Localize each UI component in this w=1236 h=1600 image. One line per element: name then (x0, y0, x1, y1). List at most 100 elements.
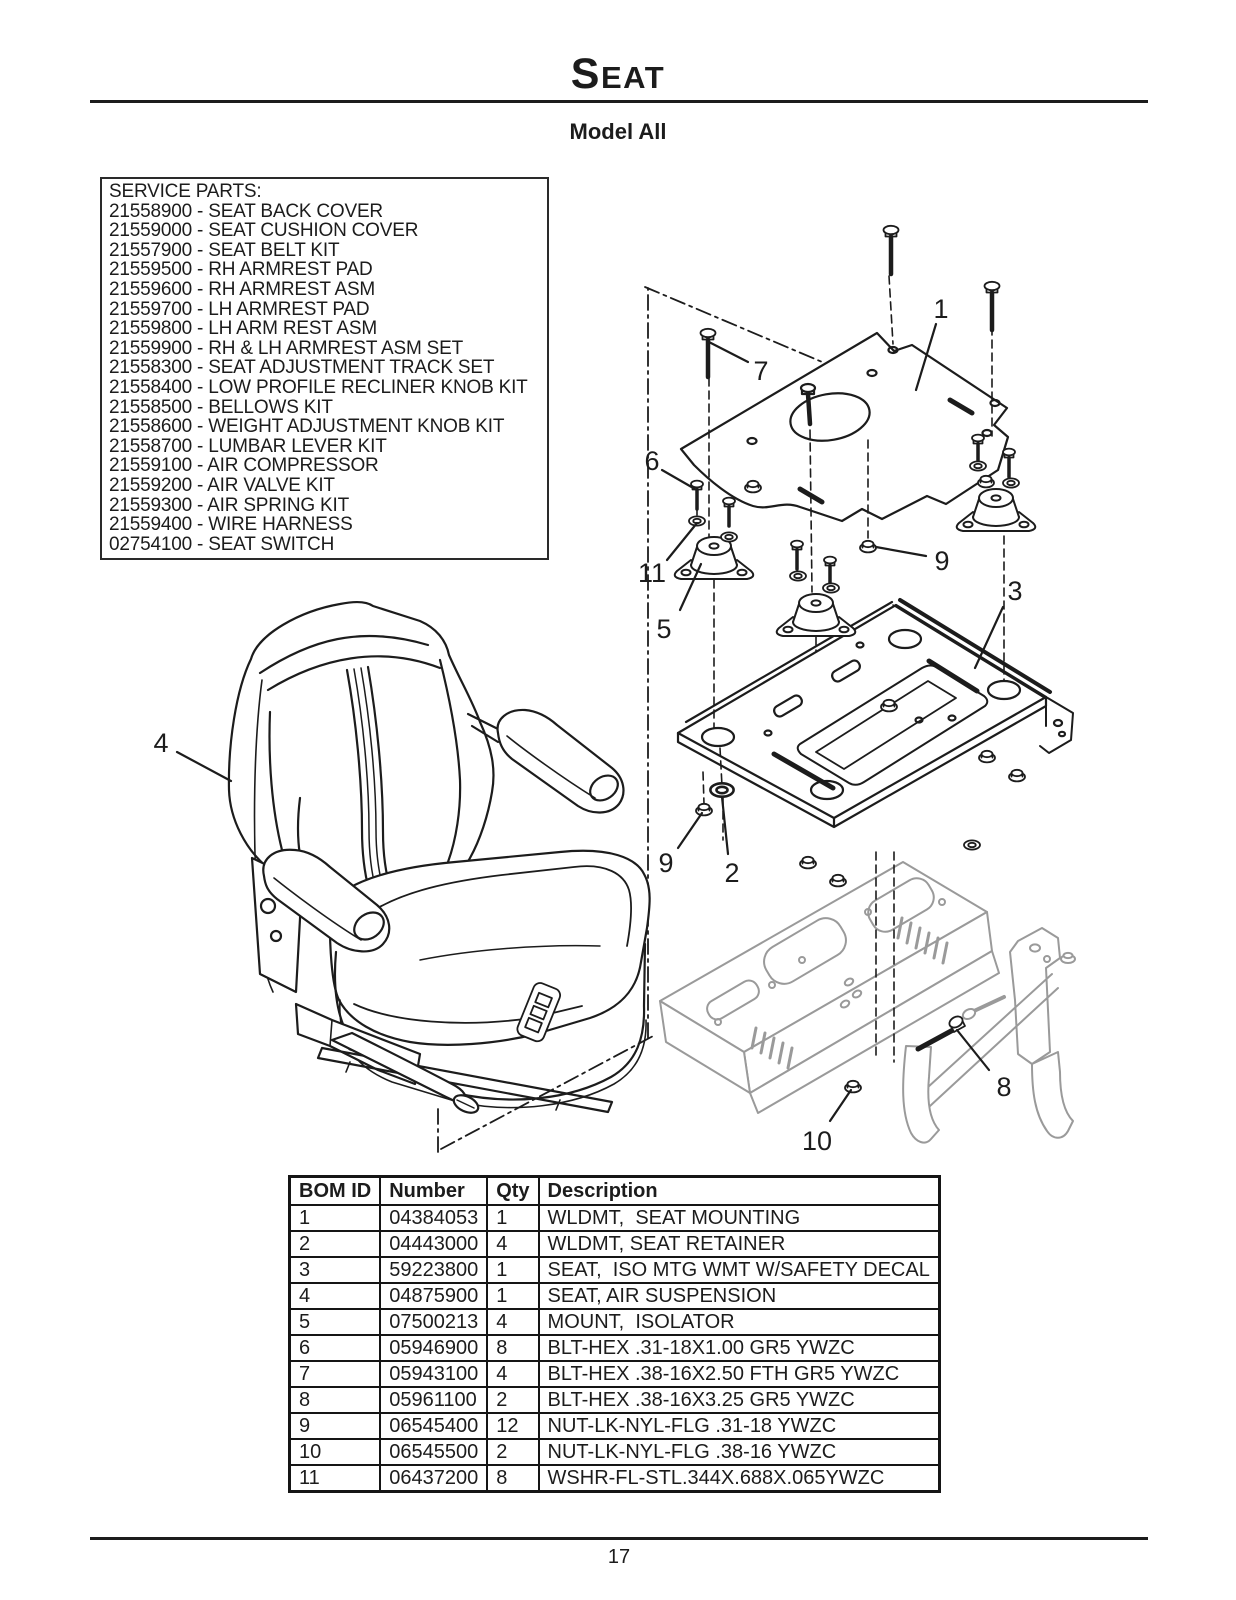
callout-label-1: 1 (933, 294, 948, 324)
assembly-dashed-lines (696, 275, 1005, 1063)
table-row: 10 06545500 2 NUT-LK-NYL-FLG .38-16 YWZC (288, 1438, 941, 1466)
callout-label-5: 5 (656, 614, 671, 644)
table-row: 7 05943100 4 BLT-HEX .38-16X2.50 FTH GR5… (288, 1360, 941, 1388)
bom-id-cell: 4 (288, 1282, 382, 1310)
callout-label-7: 7 (753, 356, 768, 386)
bom-id-cell: 9 (288, 1412, 382, 1440)
description-cell: NUT-LK-NYL-FLG .38-16 YWZC (537, 1438, 941, 1466)
description-cell: BLT-HEX .38-16X2.50 FTH GR5 YWZC (537, 1360, 941, 1388)
service-part-item: 21558900 - SEAT BACK COVER (109, 200, 383, 222)
part-4-seat-drawing (227, 600, 651, 1114)
qty-cell: 4 (486, 1308, 540, 1336)
service-part-item: 21558600 - WEIGHT ADJUSTMENT KNOB KIT (109, 416, 505, 438)
qty-cell: 2 (486, 1438, 540, 1466)
callout-label-9-right: 9 (934, 546, 949, 576)
bom-id-cell: 10 (288, 1438, 382, 1466)
table-row: 5 07500213 4 MOUNT, ISOLATOR (288, 1308, 941, 1336)
table-row: 8 05961100 2 BLT-HEX .38-16X3.25 GR5 YWZ… (288, 1386, 941, 1414)
callout-leader-lines (175, 322, 1005, 1123)
qty-cell: 4 (486, 1230, 540, 1258)
gray-bolt-icon (961, 995, 1006, 1021)
number-cell: 05961100 (379, 1386, 489, 1414)
description-cell: MOUNT, ISOLATOR (537, 1308, 941, 1336)
callout-label-10: 10 (802, 1126, 832, 1156)
description-cell: NUT-LK-NYL-FLG .31-18 YWZC (537, 1412, 941, 1440)
description-cell: WLDMT, SEAT RETAINER (537, 1230, 941, 1258)
footer-rule (90, 1537, 1148, 1540)
table-row: 4 04875900 1 SEAT, AIR SUSPENSION (288, 1282, 941, 1310)
callout-label-3: 3 (1007, 576, 1022, 606)
service-part-item: 21559900 - RH & LH ARMREST ASM SET (109, 337, 463, 359)
part-3-iso-mount-plate-drawing (676, 598, 1074, 829)
service-part-item: 21559200 - AIR VALVE KIT (109, 474, 335, 496)
part-10-nut-icon (844, 1079, 862, 1094)
qty-cell: 1 (486, 1256, 540, 1284)
callout-label-4: 4 (153, 728, 168, 758)
callout-label-6: 6 (644, 446, 659, 476)
bom-id-cell: 6 (288, 1334, 382, 1362)
description-cell: SEAT, AIR SUSPENSION (537, 1282, 941, 1310)
bom-id-cell: 2 (288, 1230, 382, 1258)
number-cell: 05943100 (379, 1360, 489, 1388)
number-cell: 04384053 (379, 1204, 489, 1232)
service-parts-title: SERVICE PARTS: (109, 181, 262, 202)
service-part-item: 21559700 - LH ARMREST PAD (109, 298, 370, 320)
part-8-bolt-icon (915, 1015, 966, 1052)
bom-table: BOM ID Number Qty Description 1 04384053… (288, 1175, 941, 1493)
bom-id-cell: 8 (288, 1386, 382, 1414)
bom-id-cell: 7 (288, 1360, 382, 1388)
service-part-item: 21559100 - AIR COMPRESSOR (109, 455, 379, 477)
description-cell: BLT-HEX .38-16X3.25 GR5 YWZC (537, 1386, 941, 1414)
callout-label-2: 2 (724, 858, 739, 888)
number-cell: 06437200 (379, 1464, 489, 1493)
description-cell: WSHR-FL-STL.344X.688X.065YWZC (537, 1464, 941, 1493)
number-cell: 05946900 (379, 1334, 489, 1362)
callout-label-9-left: 9 (658, 848, 673, 878)
qty-cell: 8 (486, 1334, 540, 1362)
page-number: 17 (607, 1546, 631, 1568)
bolt-in-plate-icon (799, 382, 817, 427)
table-row: 6 05946900 8 BLT-HEX .31-18X1.00 GR5 YWZ… (288, 1334, 941, 1362)
callout-label-11: 11 (638, 558, 666, 588)
description-cell: WLDMT, SEAT MOUNTING (537, 1204, 941, 1232)
bom-header-id: BOM ID (288, 1175, 382, 1206)
bom-id-cell: 1 (288, 1204, 382, 1232)
number-cell: 06545400 (379, 1412, 489, 1440)
number-cell: 59223800 (379, 1256, 489, 1284)
bom-header-qty: Qty (486, 1175, 540, 1206)
bom-id-cell: 11 (288, 1464, 382, 1493)
table-row: 3 59223800 1 SEAT, ISO MTG WMT W/SAFETY … (288, 1256, 941, 1284)
qty-cell: 8 (486, 1464, 540, 1493)
service-part-item: 02754100 - SEAT SWITCH (109, 533, 335, 555)
bom-header-description: Description (537, 1175, 941, 1206)
service-part-item: 21559600 - RH ARMREST ASM (109, 278, 376, 300)
chassis-frame-reference-drawing (659, 861, 1076, 1144)
service-part-item: 21558300 - SEAT ADJUSTMENT TRACK SET (109, 357, 495, 379)
bom-id-cell: 5 (288, 1308, 382, 1336)
qty-cell: 4 (486, 1360, 540, 1388)
bom-header-row: BOM ID Number Qty Description (288, 1175, 941, 1206)
bom-id-cell: 3 (288, 1256, 382, 1284)
service-part-item: 21559000 - SEAT CUSHION COVER (109, 220, 419, 242)
qty-cell: 1 (486, 1204, 540, 1232)
gray-nut-icon (1060, 951, 1076, 964)
model-subtitle: Model All (569, 119, 667, 144)
number-cell: 04875900 (379, 1282, 489, 1310)
number-cell: 06545500 (379, 1438, 489, 1466)
service-part-item: 21559800 - LH ARM REST ASM (109, 318, 377, 340)
description-cell: SEAT, ISO MTG WMT W/SAFETY DECAL (537, 1256, 941, 1284)
service-part-item: 21559400 - WIRE HARNESS (109, 514, 353, 536)
part-1-seat-mounting-plate-drawing (679, 331, 1010, 523)
table-row: 9 06545400 12 NUT-LK-NYL-FLG .31-18 YWZC (288, 1412, 941, 1440)
service-part-item: 21557900 - SEAT BELT KIT (109, 239, 340, 261)
page-title: Seat (570, 50, 666, 98)
number-cell: 04443000 (379, 1230, 489, 1258)
callout-label-8: 8 (996, 1072, 1011, 1102)
service-part-item: 21559300 - AIR SPRING KIT (109, 494, 350, 516)
qty-cell: 12 (486, 1412, 540, 1440)
bom-header-number: Number (379, 1175, 489, 1206)
service-part-item: 21558700 - LUMBAR LEVER KIT (109, 435, 387, 457)
fastener-hardware-icons (688, 432, 1026, 1094)
